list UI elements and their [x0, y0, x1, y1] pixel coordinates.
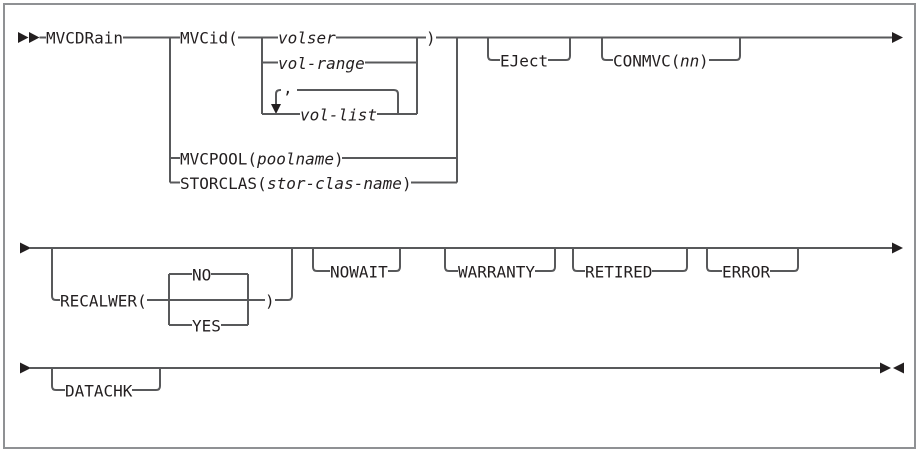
recalwer-close-paren: ) — [265, 292, 275, 311]
continue-arrow-icon — [892, 32, 903, 43]
continue-arrow-icon — [892, 242, 903, 254]
row1-labels: MVCDRain MVCid( volser vol-range , vol-l… — [46, 29, 709, 194]
recalwer-keyword: RECALWER( — [60, 292, 147, 311]
mvcpool-close-paren: ) — [334, 150, 344, 169]
eject-keyword: EJect — [500, 52, 548, 71]
end-arrow-icon — [893, 362, 904, 374]
warranty-keyword: WARRANTY — [458, 263, 535, 282]
start-arrow-icon — [29, 32, 40, 43]
storclas-keyword: STORCLAS( — [180, 174, 267, 193]
start-arrow-icon — [18, 32, 29, 43]
end-arrow-icon — [880, 362, 891, 374]
loop-repeat-arrow-icon — [271, 104, 281, 114]
mvcid-close-paren: ) — [426, 29, 436, 48]
diagram-border — [3, 3, 916, 449]
row-start-arrow-icon — [20, 242, 31, 254]
error-keyword: ERROR — [722, 263, 771, 282]
conmvc-close-paren: ) — [699, 52, 709, 71]
nowait-keyword: NOWAIT — [330, 263, 388, 282]
storclas-close-paren: ) — [402, 174, 412, 193]
loop-separator-comma: , — [283, 79, 293, 98]
datachk-keyword: DATACHK — [65, 382, 133, 401]
mvcpool-keyword: MVCPOOL( — [180, 150, 257, 169]
recalwer-no-option: NO — [192, 266, 211, 285]
row1-rails — [18, 32, 903, 184]
command-keyword: MVCDRain — [46, 29, 123, 48]
recalwer-yes-option: YES — [192, 317, 221, 336]
poolname-variable: poolname — [256, 150, 334, 169]
row2-rails — [20, 242, 903, 326]
stor-clas-name-variable: stor-clas-name — [267, 174, 402, 193]
row-start-arrow-icon — [20, 362, 31, 374]
vol-list-variable: vol-list — [300, 106, 377, 125]
row3-rails — [20, 362, 904, 391]
conmvc-nn-variable: nn — [680, 52, 699, 71]
row2-labels: RECALWER( NO YES ) NOWAIT WARRANTY RETIR… — [60, 263, 771, 336]
mvcid-keyword: MVCid( — [180, 29, 238, 48]
row3-labels: DATACHK — [65, 382, 133, 401]
vol-range-variable: vol-range — [278, 54, 365, 73]
volser-variable: volser — [278, 29, 336, 48]
retired-keyword: RETIRED — [585, 263, 652, 282]
conmvc-keyword: CONMVC( — [613, 52, 680, 71]
